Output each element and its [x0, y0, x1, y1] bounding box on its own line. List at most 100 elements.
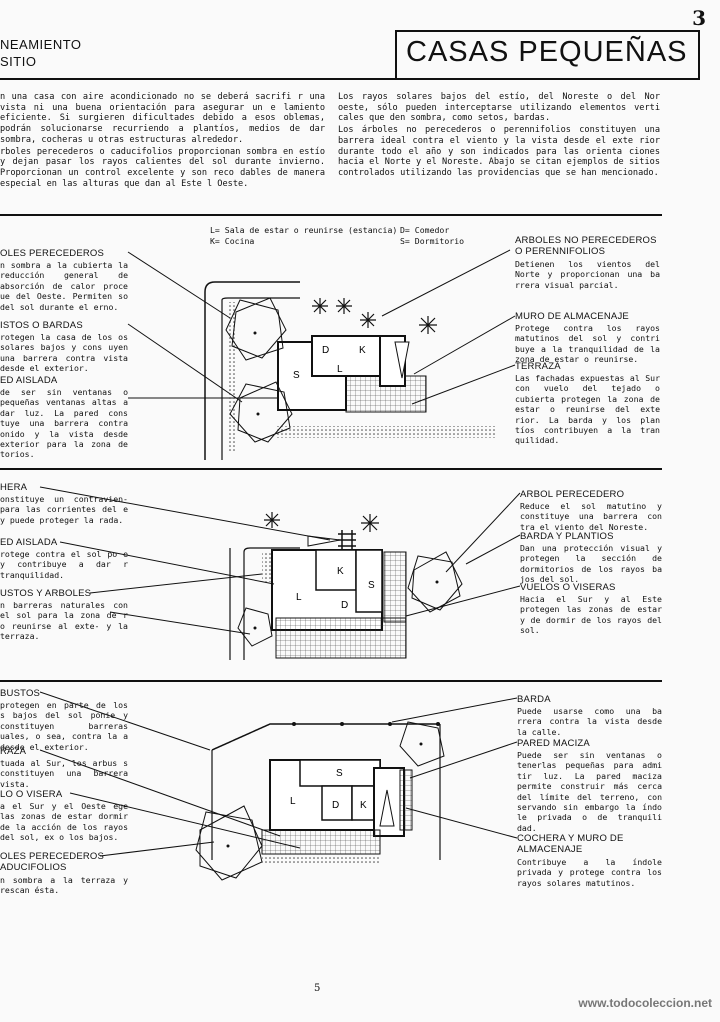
- header-left: NEAMIENTO SITIO: [0, 36, 115, 76]
- page-title: CASAS PEQUEÑAS: [406, 36, 688, 68]
- s2-left-title-3: USTOS Y ARBOLES: [0, 588, 92, 599]
- legend-living: L= Sala de estar o reunirse (estancia): [210, 225, 398, 235]
- header-top-rule: [395, 30, 698, 32]
- s3-right-text-1: Puede usarse como una ba rrera contra la…: [517, 706, 662, 737]
- tree-icon: [229, 381, 293, 443]
- s1-left-text-2: rotegen la casa de los os solares bajos …: [0, 332, 128, 374]
- s3-left-text-2: tuada al Sur, los arbus s constituyen un…: [0, 758, 128, 789]
- shrubs: [262, 854, 380, 864]
- leader-lines: [39, 691, 518, 857]
- s2-right-title-2: BARDA Y PLANTIOS: [520, 531, 614, 542]
- legend-dining: D= Comedor: [400, 225, 450, 235]
- s1-right-title-3: TERRAZA: [515, 361, 561, 372]
- s1-left-text-1: n sombra a la cubierta la reducción gene…: [0, 260, 128, 312]
- s1-right-title-1b: O PERENNIFOLIOS: [515, 246, 606, 257]
- s1-right-title-2: MURO DE ALMACENAJE: [515, 311, 629, 322]
- section-rule: [0, 680, 662, 682]
- terrace: [383, 551, 407, 623]
- s2-left-text-1: onstituye un contravien- para las corrie…: [0, 494, 128, 525]
- car-icon: [307, 535, 341, 547]
- diagram-1: S D K L: [127, 249, 516, 460]
- header-divider: [395, 30, 397, 78]
- s3-left-title-4b: ADUCIFOLIOS: [0, 862, 67, 873]
- header-divider-right: [698, 30, 700, 78]
- s3-left-text-1: protegen en parte de los s bajos del sol…: [0, 700, 128, 752]
- room-label-l: L: [290, 796, 296, 807]
- page-number-bottom: 5: [314, 983, 321, 994]
- intro-paragraph: Los árboles no perecederos o perennifoli…: [338, 125, 660, 178]
- terrace: [261, 829, 381, 855]
- room-label-s: S: [293, 370, 300, 381]
- diagram-3: S L D K: [39, 691, 518, 881]
- floorplan-room: [355, 549, 383, 613]
- star-tree-icon: [264, 512, 379, 532]
- s3-right-title-3: COCHERA Y MURO DE: [517, 833, 624, 844]
- solid-wall: [399, 769, 413, 831]
- tree-icon: [225, 297, 287, 361]
- s2-right-title-1: ARBOL PERECEDERO: [520, 489, 625, 500]
- s1-left-text-3: de ser sin ventanas o pequeñas ventanas …: [0, 387, 128, 460]
- leader-lines: [127, 249, 516, 405]
- s1-right-title-1: ARBOLES NO PERECEDEROS: [515, 235, 657, 246]
- watermark: www.todocoleccion.net: [578, 996, 712, 1010]
- header-left-line2: SITIO: [0, 54, 37, 69]
- room-label-k: K: [337, 566, 344, 577]
- s3-right-title-3b: ALMACENAJE: [517, 844, 583, 855]
- tree-icon: [237, 607, 273, 647]
- s2-left-title-1: HERA: [0, 482, 28, 493]
- floorplan-room: [299, 759, 381, 787]
- room-label-d: D: [322, 345, 329, 356]
- s3-left-title-3: LO O VISERA: [0, 789, 63, 800]
- hedge: [228, 302, 236, 452]
- s2-right-text-2: Dan una protección visual y protegen la …: [520, 543, 662, 585]
- room-label-l: L: [337, 364, 343, 375]
- legend-bedroom: S= Dormitorio: [400, 236, 465, 246]
- s2-left-text-2: rotege contra el sol po e y contribuye a…: [0, 549, 128, 580]
- s2-left-text-3: n barreras naturales con el sol para la …: [0, 600, 128, 642]
- hedge: [276, 426, 496, 438]
- s3-left-text-4: n sombra a la terraza y rescan ésta.: [0, 875, 128, 896]
- section-rule: [0, 468, 662, 470]
- storage-wall: [379, 335, 406, 387]
- leader-lines: [39, 486, 521, 635]
- room-label-d: D: [341, 600, 348, 611]
- s3-right-title-1: BARDA: [517, 694, 551, 705]
- room-label-k: K: [359, 345, 366, 356]
- s3-left-title-2: RAZA: [0, 746, 27, 757]
- room-label-l: L: [296, 592, 302, 603]
- room-label-s: S: [368, 580, 375, 591]
- s3-right-text-2: Puede ser sin ventanas o tenerlas pequeñ…: [517, 750, 662, 833]
- header-left-line1: NEAMIENTO: [0, 37, 82, 52]
- s3-right-title-2: PARED MACIZA: [517, 738, 590, 749]
- intro-column-1: n una casa con aire acondicionado no se …: [0, 92, 325, 190]
- s2-left-title-2: ED AISLADA: [0, 537, 58, 548]
- s1-right-text-2: Protege contra los rayos matutinos del s…: [515, 323, 660, 365]
- intro-paragraph: rboles perecederos o caducifolios propor…: [0, 146, 325, 189]
- tree-icon: [399, 721, 445, 767]
- floorplan-room: [315, 549, 357, 591]
- s3-left-title-4: OLES PERECEDEROS: [0, 851, 105, 862]
- page-number-top: 3: [692, 6, 706, 30]
- s1-left-title-3: ED AISLADA: [0, 375, 58, 386]
- intro-column-2: Los rayos solares bajos del estío, del N…: [338, 92, 660, 180]
- s3-left-title-1: BUSTOS: [0, 688, 41, 699]
- s3-right-text-3: Contribuye a la índole privada y protege…: [517, 857, 662, 888]
- intro-paragraph: n una casa con aire acondicionado no se …: [0, 92, 325, 145]
- s2-right-text-3: Hacia el Sur y al Este protegen las zona…: [520, 594, 662, 636]
- s1-right-text-1: Detienen los vientos del Norte y proporc…: [515, 259, 660, 290]
- terrace: [275, 617, 407, 659]
- s1-left-title-1: OLES PERECEDEROS: [0, 248, 105, 259]
- tree-icon: [407, 551, 463, 613]
- car-icon: [394, 341, 410, 379]
- room-label-s: S: [336, 768, 343, 779]
- s1-right-text-3: Las fachadas expuestas al Sur con vuelo …: [515, 373, 660, 446]
- diagram-2: L K D S: [39, 486, 521, 660]
- intro-paragraph: Los rayos solares bajos del estío, del N…: [338, 92, 660, 124]
- s2-right-text-1: Reduce el sol matutino y constituye una …: [520, 501, 662, 532]
- floorplan-room: [311, 335, 383, 377]
- section-rule: [0, 214, 662, 216]
- car-icon: [379, 789, 395, 827]
- room-label-d: D: [332, 800, 339, 811]
